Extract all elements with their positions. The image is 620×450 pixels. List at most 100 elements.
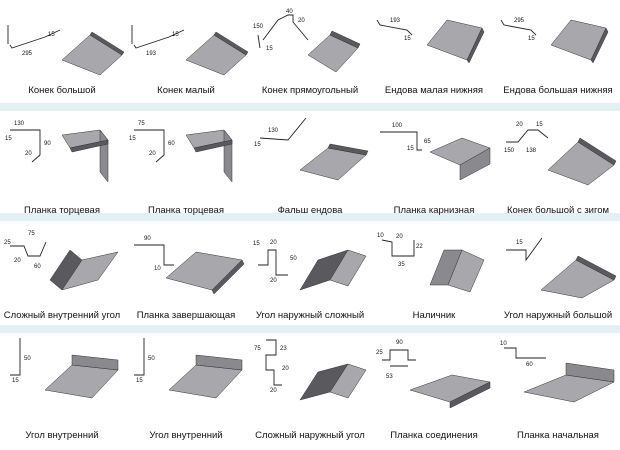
- dimension-label: 15: [172, 32, 179, 38]
- dimension-label: 10: [377, 233, 384, 239]
- dimension-label: 10: [500, 341, 507, 347]
- dimension-label: 20: [270, 388, 277, 394]
- dimension-label: 50: [290, 256, 297, 262]
- dimension-label: 15: [129, 136, 136, 142]
- dimension-label: 22: [416, 244, 423, 250]
- dimension-label: 23: [280, 346, 287, 352]
- product-drawing: 75 15 60 20: [129, 121, 233, 183]
- row-band: [0, 325, 620, 333]
- dimension-label: 40: [286, 9, 293, 15]
- dimension-label: 60: [168, 141, 175, 147]
- dimension-label: 60: [34, 264, 41, 270]
- dimension-label: 150: [253, 24, 264, 30]
- product-label: Планка начальная: [517, 430, 599, 441]
- product-label: Наличник: [412, 310, 456, 321]
- dimension-label: 193: [390, 18, 401, 24]
- dimension-label: 20: [396, 234, 403, 240]
- dimension-label: 10: [154, 266, 161, 272]
- dimension-label: 20: [25, 151, 32, 157]
- dimension-label: 20: [516, 122, 523, 128]
- dimension-label: 138: [526, 148, 537, 154]
- dimension-label: 20: [270, 278, 277, 284]
- product-drawing: 295 15: [500, 18, 609, 64]
- product-drawing: 15: [506, 237, 617, 299]
- dimension-label: 90: [44, 141, 51, 147]
- product-label: Сложный внутренний угол: [3, 310, 121, 321]
- dimension-label: 15: [528, 36, 535, 42]
- product-illustration: 15: [506, 237, 617, 299]
- dimension-label: 15: [404, 36, 411, 42]
- dimension-label: 15: [12, 378, 19, 384]
- product-label: Планка торцевая: [24, 205, 100, 216]
- product-label: Угол наружный большой: [503, 310, 613, 321]
- product-label: Фальш ендова: [277, 205, 343, 216]
- dimension-label: 90: [396, 340, 403, 346]
- dimension-label: 15: [254, 142, 261, 148]
- product-drawing: 193 15: [376, 18, 485, 64]
- product-drawing: 90 25 53: [376, 340, 491, 409]
- product-label: Конек прямоугольный: [261, 85, 359, 96]
- dimension-label: 15: [253, 241, 260, 247]
- product-label: Конек большой: [28, 85, 96, 96]
- dimension-label: 20: [270, 240, 277, 246]
- dimension-label: 20: [149, 151, 156, 157]
- dimension-label: 15: [266, 46, 273, 52]
- row-band: [0, 213, 620, 221]
- product-illustration: 15 20 50 20: [253, 240, 367, 291]
- dimension-label: 75: [138, 121, 145, 127]
- dimension-label: 53: [386, 374, 393, 380]
- dimension-label: 90: [144, 236, 151, 242]
- product-illustration: 75 15 60 20: [129, 121, 233, 183]
- dimension-label: 100: [392, 123, 403, 129]
- dimension-label: 15: [136, 378, 143, 384]
- product-drawing: 90 10: [134, 236, 245, 295]
- dimension-label: 295: [514, 18, 525, 24]
- dimension-label: 130: [14, 121, 25, 127]
- dimension-label: 75: [28, 231, 35, 237]
- product-illustration: 90 10: [134, 236, 245, 295]
- product-label: Планка завершающая: [136, 310, 236, 321]
- dimension-label: 25: [376, 350, 383, 356]
- product-label: Конек большой с зигом: [506, 205, 610, 216]
